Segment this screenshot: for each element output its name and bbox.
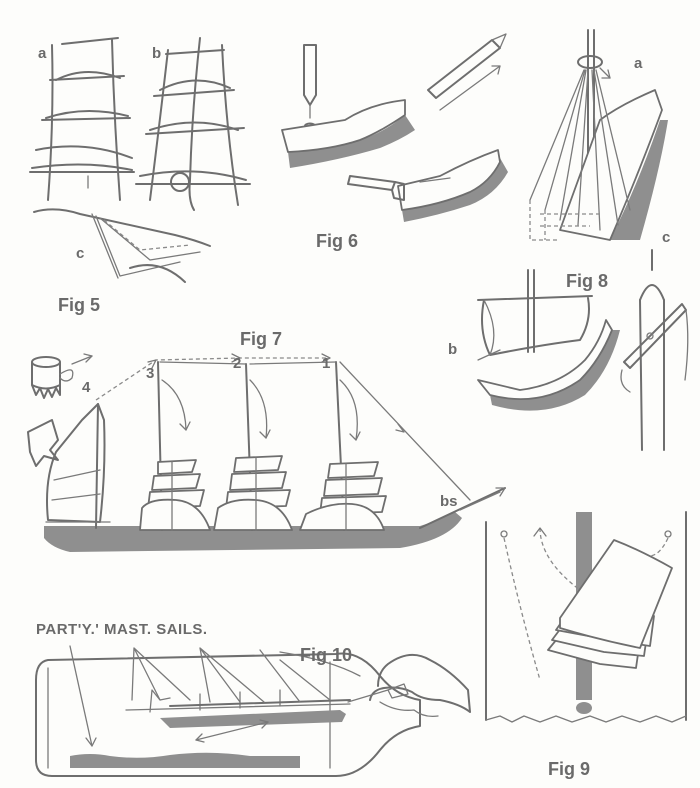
fig7-mast-2 bbox=[213, 363, 293, 531]
fig6-pin-tool bbox=[303, 44, 317, 130]
fig7-mast-3 bbox=[139, 361, 211, 531]
fig8-label-c: c bbox=[662, 229, 671, 246]
fig7-stay-2-1 bbox=[249, 361, 337, 365]
fig7-caption: Fig 7 bbox=[240, 329, 283, 349]
fig10-ship-hull bbox=[160, 710, 346, 728]
fig5a-mast-sails bbox=[29, 37, 135, 201]
fig9-folded-sails bbox=[547, 539, 673, 669]
fig7-mast-label-3: 3 bbox=[146, 365, 155, 382]
fig7-bowsprit-label: bs bbox=[440, 493, 458, 510]
fig5-diagram bbox=[29, 37, 251, 283]
fig5-label-b: b bbox=[152, 45, 162, 62]
part-y-caption: PART'Y.' MAST. SAILS. bbox=[36, 621, 208, 638]
fig7-diagram bbox=[27, 353, 506, 552]
fig10-sea bbox=[70, 752, 300, 768]
fig7-mast-4 bbox=[45, 403, 111, 529]
fig10-diagram bbox=[35, 645, 471, 777]
fig9-frame bbox=[485, 511, 687, 721]
fig7-stay-3-2 bbox=[159, 361, 247, 365]
fig5b-mast-sails bbox=[135, 37, 251, 211]
fig9-caption: Fig 9 bbox=[548, 759, 591, 779]
fig7-forestay bbox=[339, 361, 471, 501]
fig8-label-a: a bbox=[634, 55, 643, 72]
fig7-flag bbox=[27, 419, 59, 467]
fig10-caption: Fig 10 bbox=[300, 645, 353, 665]
fig6-deck-bottom bbox=[347, 149, 508, 222]
fig7-hull bbox=[44, 512, 462, 552]
fig7-spool bbox=[31, 353, 93, 399]
fig10-pointer-arrows bbox=[69, 645, 361, 747]
fig5c-hull bbox=[33, 208, 211, 283]
fig5-label-c: c bbox=[76, 245, 85, 262]
fig6-pencil bbox=[427, 33, 507, 111]
fig8a-rigging bbox=[529, 29, 668, 241]
fig8-label-b: b bbox=[448, 341, 458, 358]
fig8-caption: Fig 8 bbox=[566, 271, 609, 291]
fig7-mast-label-2: 2 bbox=[233, 355, 242, 372]
fig6-caption: Fig 6 bbox=[316, 231, 359, 251]
fig8-diagram bbox=[477, 29, 689, 451]
fig6-deck-top bbox=[281, 99, 415, 168]
fig8b-mast-sail bbox=[477, 269, 620, 411]
fig5-caption: Fig 5 bbox=[58, 295, 101, 315]
fig6-diagram bbox=[281, 33, 508, 222]
fig7-mast-label-1: 1 bbox=[322, 355, 331, 372]
fig7-mast-1 bbox=[299, 361, 387, 531]
fig8c-mast-tip bbox=[620, 249, 689, 451]
fig7-dashed-route bbox=[95, 357, 330, 401]
fig7-bowsprit bbox=[419, 487, 506, 529]
fig10-hand bbox=[347, 653, 471, 718]
fig5-label-a: a bbox=[38, 45, 47, 62]
fig7-mast-label-4: 4 bbox=[82, 379, 91, 396]
fig9-diagram bbox=[485, 511, 687, 723]
